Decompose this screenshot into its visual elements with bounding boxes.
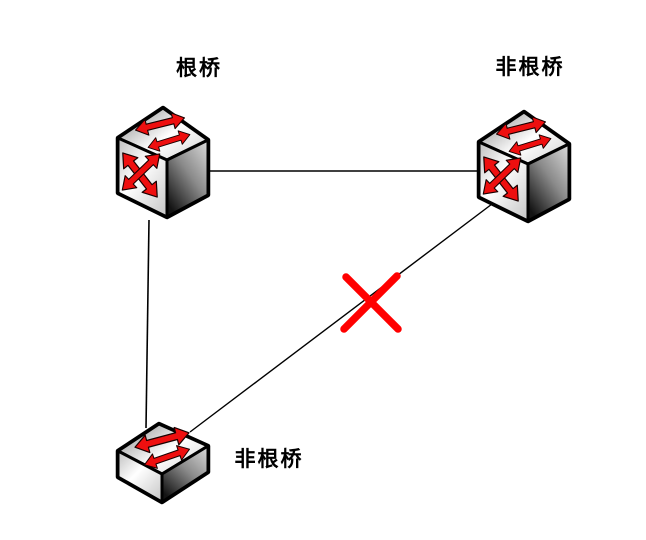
nonroot-bridge-bottom-label: 非根桥 [234,448,304,471]
link-root-to-nonroot-bottom [145,219,150,429]
link-nonroot-top-to-nonroot-bottom [189,200,497,433]
nonroot-bridge-top-label: 非根桥 [495,56,565,79]
root-bridge-label: 根桥 [176,57,222,80]
root-bridge-switch-icon [116,108,208,217]
nonroot-bridge-bottom-switch-icon [118,424,208,502]
nonroot-bridge-top-switch-icon [477,112,569,221]
blocked-port-x-icon [340,272,402,333]
